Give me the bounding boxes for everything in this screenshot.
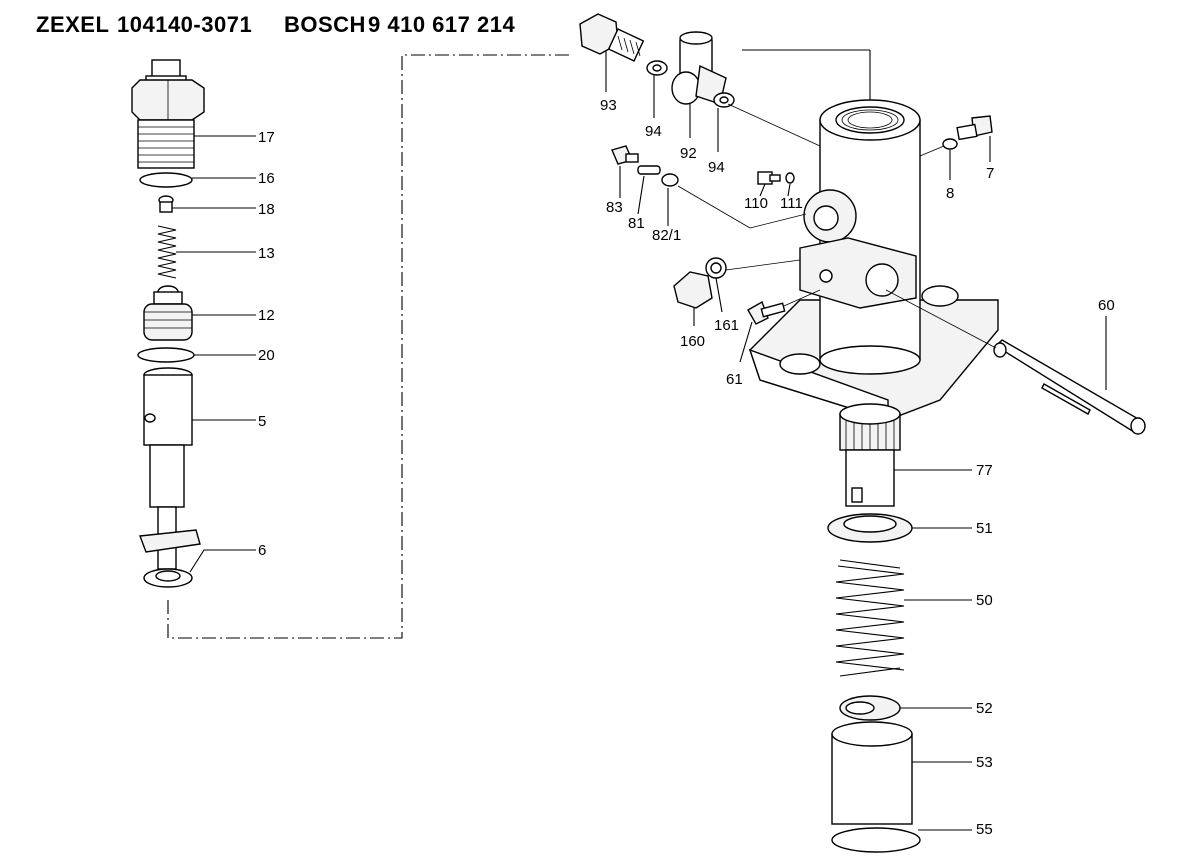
callout-60: 60 — [1098, 297, 1115, 314]
part-61-screw — [747, 300, 786, 325]
callout-8: 8 — [946, 185, 954, 202]
plug-parts: 160 161 61 — [673, 257, 821, 388]
part-55-ring — [831, 827, 921, 853]
brand-right: BOSCH — [284, 12, 366, 37]
part-83-screw — [611, 145, 639, 165]
part-77-control-sleeve — [839, 403, 901, 507]
callout-110: 110 — [744, 195, 768, 212]
part-6-spring-seat — [139, 529, 201, 588]
callout-92: 92 — [680, 145, 697, 162]
brand-left: ZEXEL — [36, 12, 109, 37]
callout-81: 81 — [628, 215, 645, 232]
middle-small-parts: 83 81 82/1 110 111 — [606, 145, 807, 244]
left-assembly: 17 16 18 13 12 20 5 6 — [131, 59, 275, 588]
callout-93: 93 — [600, 97, 617, 114]
part-7-screw — [956, 115, 993, 141]
callout-94-a: 94 — [645, 123, 662, 140]
part-13-spring — [157, 225, 177, 279]
callout-161: 161 — [714, 317, 739, 334]
part-110-screw — [757, 171, 781, 185]
part-160-plug — [673, 271, 713, 309]
callout-51: 51 — [976, 520, 993, 537]
callout-82-1: 82/1 — [652, 227, 681, 244]
part-60-control-rod: 60 — [885, 289, 1146, 435]
callout-18: 18 — [258, 201, 275, 218]
assembly-connector-line — [167, 54, 570, 639]
part-12-delivery-valve — [143, 285, 193, 341]
part-82-1-washer — [661, 173, 679, 187]
top-fittings: 93 94 92 94 — [579, 13, 871, 176]
part-17-valve-holder — [131, 59, 205, 169]
part-92-banjo-fitting — [671, 31, 727, 105]
lower-stack: 77 51 50 52 53 55 — [827, 403, 993, 853]
callout-12: 12 — [258, 307, 275, 324]
callout-17: 17 — [258, 129, 275, 146]
callout-55: 55 — [976, 821, 993, 838]
part-number-left: 104140-3071 — [117, 12, 252, 37]
header: ZEXEL 104140-3071 BOSCH 9 410 617 214 — [36, 12, 515, 37]
callout-13: 13 — [258, 245, 275, 262]
callout-83: 83 — [606, 199, 623, 216]
callout-53: 53 — [976, 754, 993, 771]
callout-16: 16 — [258, 170, 275, 187]
part-8-washer — [942, 138, 958, 150]
part-93-banjo-bolt — [579, 13, 645, 62]
part-50-plunger-spring — [835, 559, 905, 677]
callout-20: 20 — [258, 347, 275, 364]
part-111-washer — [785, 172, 795, 184]
part-53-tappet — [831, 721, 913, 825]
callout-7: 7 — [986, 165, 994, 182]
part-16-seal-ring — [139, 172, 193, 188]
callout-50: 50 — [976, 592, 993, 609]
pump-body — [748, 99, 999, 421]
callout-111: 111 — [780, 195, 803, 212]
part-20-ring — [137, 347, 195, 363]
callout-61: 61 — [726, 371, 743, 388]
part-18-valve-piece — [158, 195, 174, 213]
part-161-seal — [705, 257, 727, 279]
callout-5: 5 — [258, 413, 266, 430]
part-number-right: 9 410 617 214 — [368, 12, 515, 37]
right-screws: 7 8 — [919, 115, 994, 202]
callout-6: 6 — [258, 542, 266, 559]
part-51-spring-seat — [827, 513, 913, 543]
callout-52: 52 — [976, 700, 993, 717]
callout-94-b: 94 — [708, 159, 725, 176]
callout-160: 160 — [680, 333, 705, 350]
part-81-pin — [637, 165, 661, 175]
callout-77: 77 — [976, 462, 993, 479]
part-52-lower-seat — [839, 695, 901, 721]
